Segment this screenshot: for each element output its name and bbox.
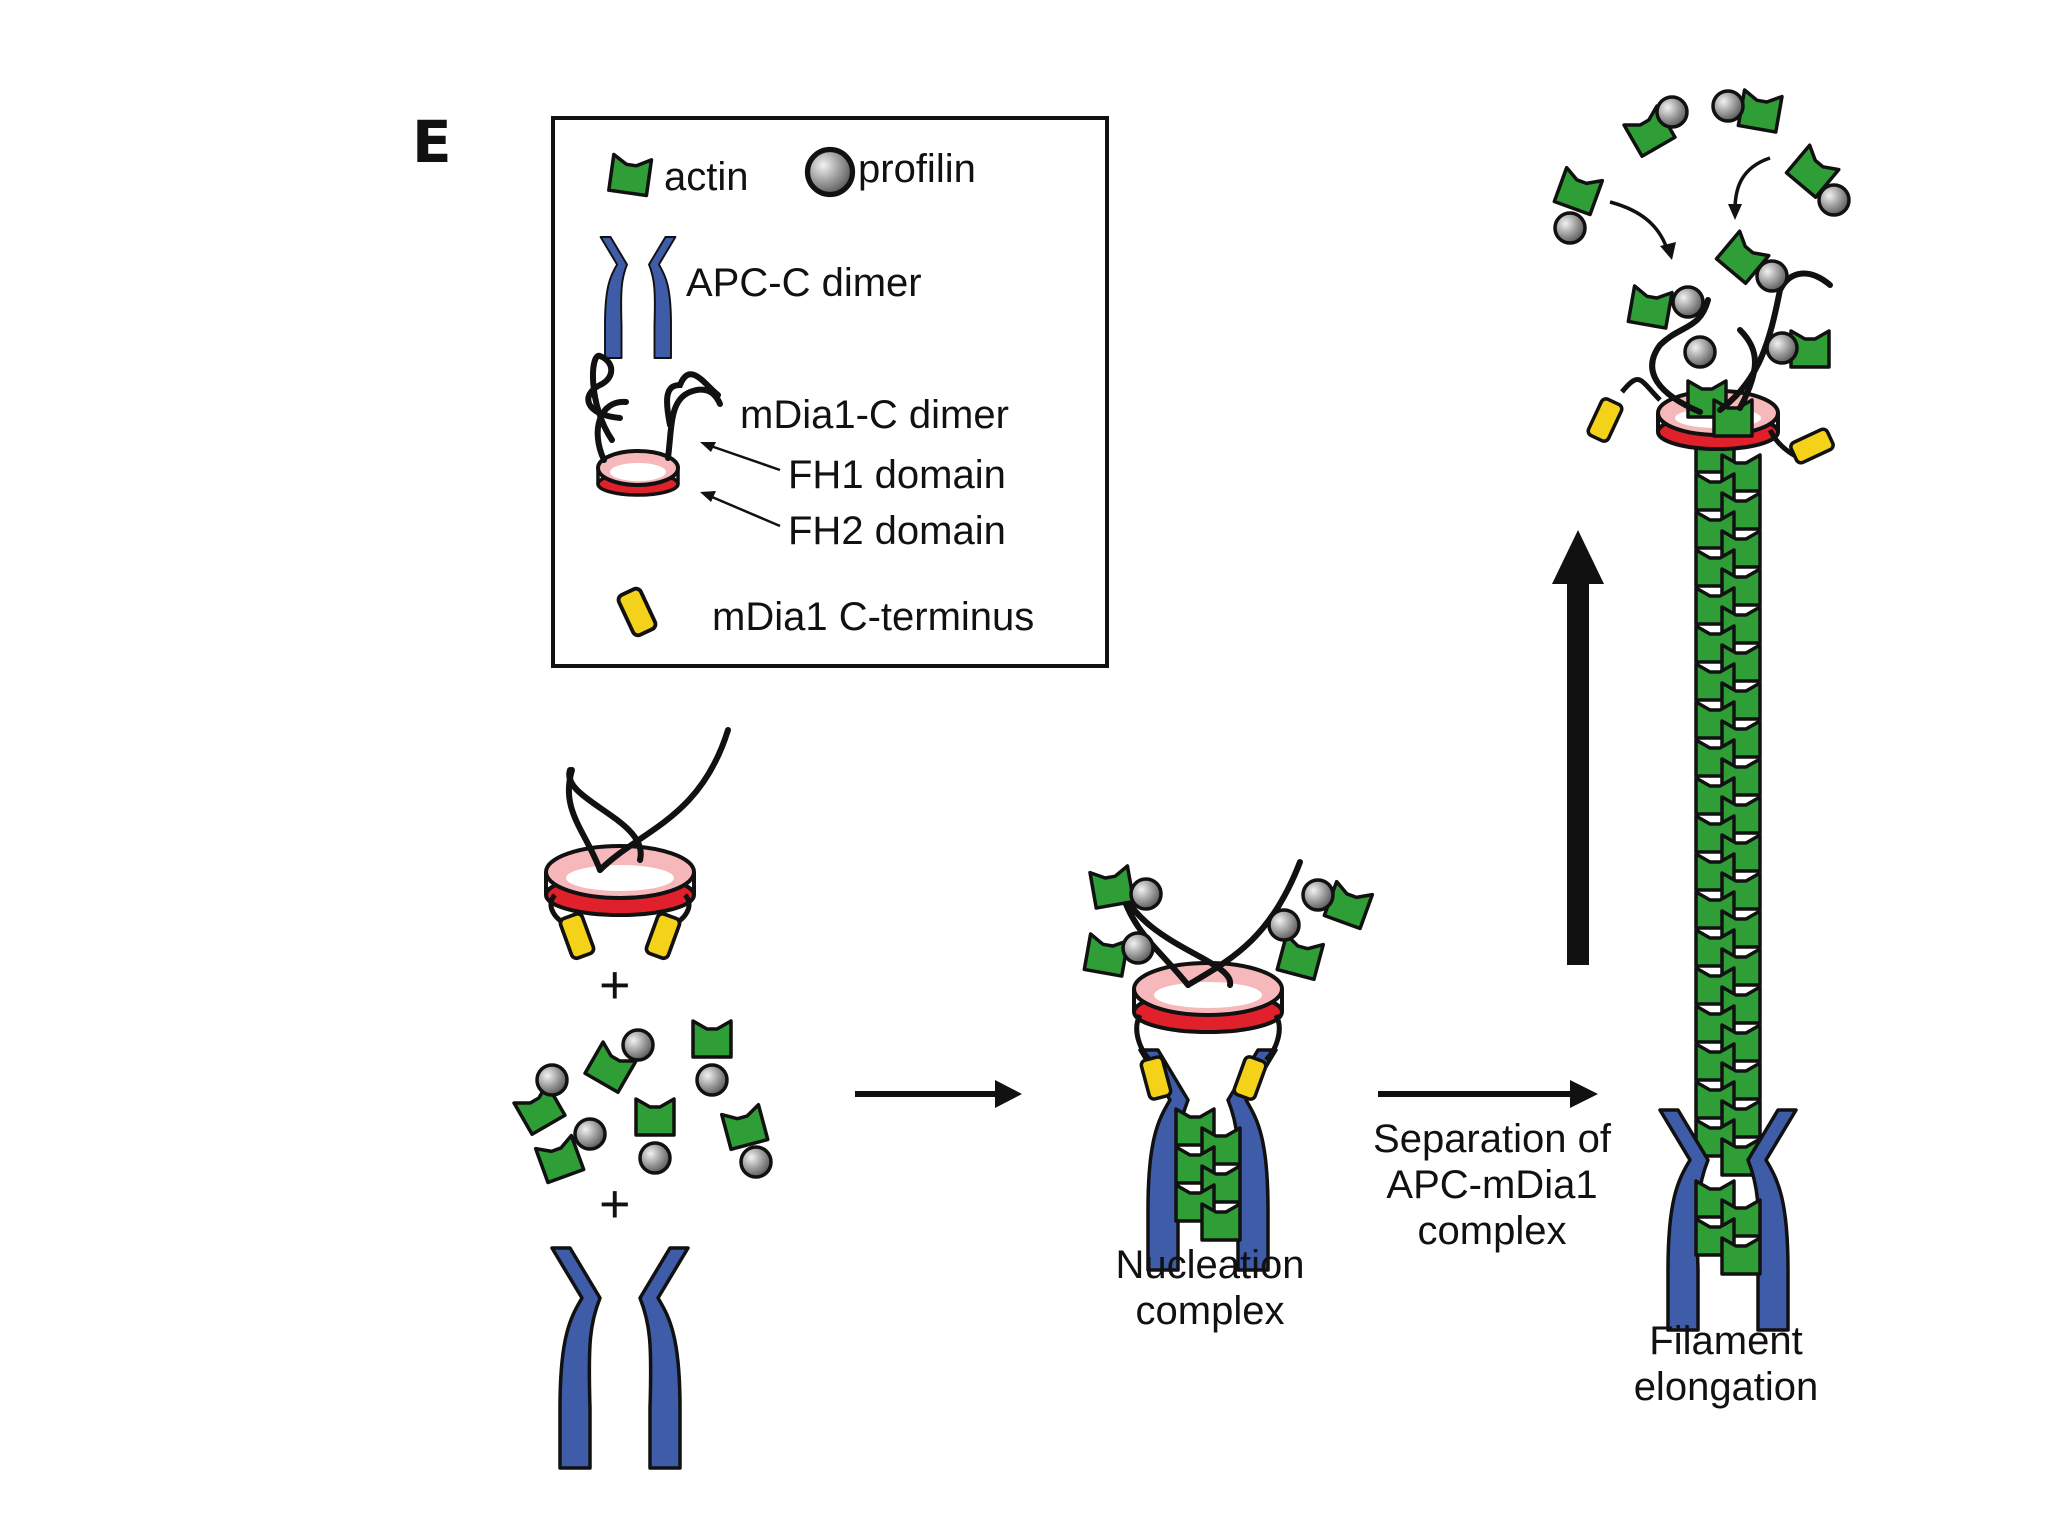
apc-dimer: [550, 1246, 690, 1470]
nucleation-label-line2: complex: [1136, 1289, 1285, 1333]
separation-label-line1: Separation of: [1373, 1117, 1612, 1161]
plus-sign-2: +: [599, 1174, 631, 1234]
legend: actin profilin APC-C dimer mDia1-C dimer…: [551, 116, 1109, 668]
elongation-label-line2: elongation: [1634, 1365, 1819, 1409]
arrow-right-icon: [855, 1080, 1022, 1108]
profilin-icon: [808, 150, 853, 195]
mdia1-dimer-icon: [585, 353, 723, 497]
nucleus-filament: [1176, 1109, 1240, 1240]
panel-label: E: [412, 108, 452, 176]
fh2-pointer: [704, 492, 781, 528]
separation-label-line2: APC-mDia1: [1386, 1163, 1597, 1207]
separation-label-line3: complex: [1418, 1209, 1567, 1253]
legend-fh2-label: FH2 domain: [788, 509, 1006, 553]
plus-sign-1: +: [599, 955, 631, 1015]
nucleation-complex: [1082, 859, 1375, 1272]
legend-profilin-label: profilin: [858, 147, 976, 191]
filament-stack: [1696, 436, 1760, 1175]
fh1-pointer: [704, 442, 781, 472]
legend-fh1-label: FH1 domain: [788, 453, 1006, 497]
elongation-label-line1: Filament: [1649, 1319, 1802, 1363]
actin-profilin-mix: [512, 1019, 773, 1185]
legend-actin-label: actin: [664, 155, 749, 199]
mdia1-dimer: [544, 727, 731, 962]
arrow-up-icon: [1552, 530, 1604, 965]
legend-cterm-label: mDia1 C-terminus: [712, 595, 1034, 639]
arrow-right-icon: [1378, 1080, 1598, 1108]
elongating-filament: [1552, 88, 1851, 1332]
legend-apc-label: APC-C dimer: [686, 261, 922, 305]
components-group: + +: [512, 727, 773, 1470]
legend-box: [551, 116, 1109, 668]
nucleation-label-line1: Nucleation: [1115, 1243, 1304, 1287]
legend-mdia1-label: mDia1-C dimer: [740, 393, 1009, 437]
